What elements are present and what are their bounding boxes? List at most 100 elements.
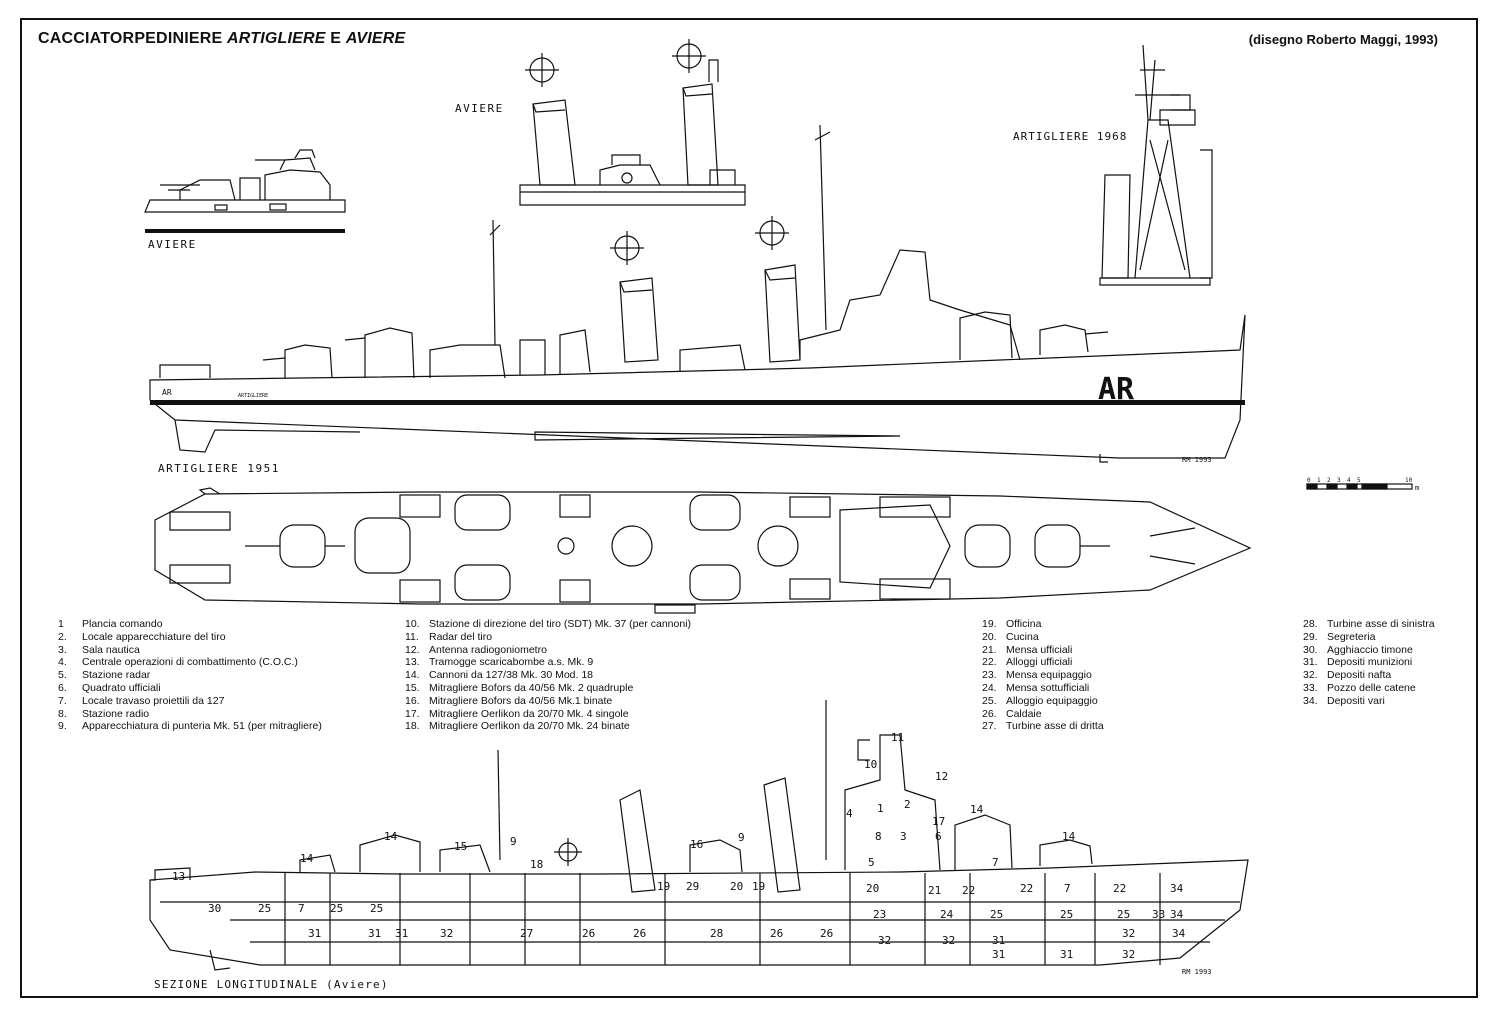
legend-col-2: 10.Stazione di direzione del tiro (SDT) … — [405, 618, 691, 733]
section-number-label: 22 — [1113, 882, 1126, 895]
legend-col-3: 19.Officina 20.Cucina 21.Mensa ufficiali… — [982, 618, 1104, 733]
scale-tick-2: 2 — [1327, 477, 1331, 484]
aviere-turret-detail — [144, 149, 346, 213]
section-number-label: 14 — [384, 830, 398, 843]
signature-bottom: RM 1993 — [1182, 968, 1212, 976]
section-number-label: 18 — [530, 858, 543, 871]
signature-top: RM 1993 — [1182, 456, 1212, 464]
scale-tick-4: 4 — [1347, 477, 1351, 484]
section-number-label: 26 — [820, 927, 833, 940]
title-ship-2: AVIERE — [345, 30, 406, 47]
section-number-label: 14 — [300, 852, 314, 865]
legend-item: 20.Cucina — [982, 630, 1039, 643]
aviere-funnel-detail — [519, 39, 746, 206]
section-number-label: 6 — [935, 830, 942, 843]
section-number-label: 8 — [875, 830, 882, 843]
section-number-label: 32 — [440, 927, 453, 940]
section-number-label: 7 — [992, 856, 999, 869]
legend-item: 12.Antenna radiogoniometro — [405, 643, 547, 656]
legend-item: 23.Mensa equipaggio — [982, 669, 1092, 682]
section-number-label: 32 — [1122, 948, 1135, 961]
scale-tick-1: 1 — [1317, 477, 1321, 484]
section-number-label: 4 — [846, 807, 853, 820]
artigliere-1951-label: ARTIGLIERE 1951 — [158, 462, 280, 475]
section-number-label: 28 — [710, 927, 723, 940]
section-number-label: 25 — [330, 902, 343, 915]
legend-item: 17.Mitragliere Oerlikon da 20/70 Mk. 4 s… — [405, 707, 629, 720]
page-title: CACCIATORPEDINIERE ARTIGLIERE E AVIERE — [38, 30, 405, 48]
section-number-label: 19 — [657, 880, 670, 893]
title-ship-1: ARTIGLIERE — [227, 30, 326, 47]
legend-item: 34.Depositi vari — [1303, 694, 1385, 707]
section-number-label: 19 — [752, 880, 765, 893]
legend-item: 25.Alloggio equipaggio — [982, 694, 1098, 707]
legend-item: 27.Turbine asse di dritta — [982, 720, 1104, 733]
section-number-label: 20 — [730, 880, 743, 893]
section-number-label: 9 — [510, 835, 517, 848]
section-number-label: 16 — [690, 838, 703, 851]
legend-item: 29.Segreteria — [1303, 630, 1376, 643]
legend-item: 7.Locale travaso proiettili da 127 — [58, 694, 225, 707]
section-number-label: 27 — [520, 927, 533, 940]
section-number-label: 23 — [873, 908, 886, 921]
artigliere-1968-label: ARTIGLIERE 1968 — [1013, 130, 1127, 143]
drawing-frame — [20, 18, 1478, 998]
section-number-label: 11 — [891, 731, 904, 744]
stern-name: ARTIGLIERE — [238, 393, 268, 399]
section-number-label: 32 — [878, 934, 891, 947]
legend-item: 13.Tramogge scaricabombe a.s. Mk. 9 — [405, 656, 594, 669]
legend-item: 5.Stazione radar — [58, 669, 151, 682]
section-number-label: 21 — [928, 884, 941, 897]
longitudinal-section — [149, 700, 1249, 971]
legend-item: 4.Centrale operazioni di combattimento (… — [58, 656, 298, 669]
legend-item: 33.Pozzo delle catene — [1303, 681, 1416, 694]
section-number-label: 34 — [1172, 927, 1186, 940]
scale-unit: m — [1415, 484, 1419, 492]
legend-item: 28.Turbine asse di sinistra — [1303, 618, 1435, 630]
scale-tick-10: 10 — [1405, 477, 1413, 484]
legend-item: 6.Quadrato ufficiali — [58, 681, 161, 694]
artigliere-1951-profile — [149, 124, 1246, 463]
section-number-label: 22 — [962, 884, 975, 897]
legend-item: 8.Stazione radio — [58, 707, 150, 720]
scale-tick-0: 0 — [1307, 477, 1311, 484]
aviere-detail-waterline — [145, 229, 345, 233]
section-number-label: 25 — [1060, 908, 1073, 921]
section-number-label: 24 — [940, 908, 954, 921]
legend-item: 31.Depositi munizioni — [1303, 656, 1413, 669]
section-number-label: 12 — [935, 770, 948, 783]
section-number-label: 9 — [738, 831, 745, 844]
section-number-label: 32 — [942, 934, 955, 947]
section-number-label: 20 — [866, 882, 879, 895]
section-number-label: 26 — [633, 927, 646, 940]
section-number-label: 32 — [1122, 927, 1135, 940]
section-number-label: 3 — [900, 830, 907, 843]
scale-tick-3: 3 — [1337, 477, 1341, 484]
legend-item: 9.Apparecchiatura di punteria Mk. 51 (pe… — [58, 720, 322, 733]
artigliere-1968-mast-detail — [1099, 44, 1213, 286]
scale-bar — [1306, 483, 1413, 490]
legend-item: 19.Officina — [982, 618, 1042, 630]
section-number-label: 2 — [904, 798, 911, 811]
plan-view — [154, 487, 1252, 614]
legend-item: 11.Radar del tiro — [405, 630, 493, 643]
section-number-label: 31 — [395, 927, 408, 940]
legend-item: 22.Alloggi ufficiali — [982, 656, 1073, 669]
section-number-label: 31 — [992, 934, 1005, 947]
section-number-label: 31 — [308, 927, 321, 940]
section-number-label: 33 — [1152, 908, 1165, 921]
section-number-label: 13 — [172, 870, 185, 883]
section-number-label: 26 — [582, 927, 595, 940]
stern-code: AR — [162, 388, 172, 397]
section-number-label: 25 — [370, 902, 383, 915]
section-number-label: 22 — [1020, 882, 1033, 895]
aviere-side-label: AVIERE — [148, 238, 197, 251]
section-number-label: 1 — [877, 802, 884, 815]
section-number-label: 31 — [368, 927, 381, 940]
legend-item: 10.Stazione di direzione del tiro (SDT) … — [405, 618, 692, 630]
section-number-label: 14 — [970, 803, 984, 816]
